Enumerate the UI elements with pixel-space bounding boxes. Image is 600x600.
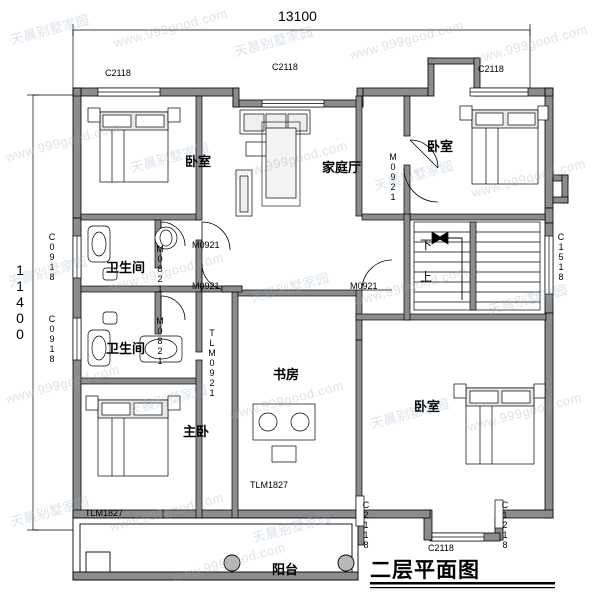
door-code-m0921-a: M0921 bbox=[192, 240, 220, 250]
window-code-c2118-top-right: C2118 bbox=[478, 64, 504, 74]
door-code-tlm1827-a: TLM1827 bbox=[250, 480, 289, 490]
window-code-c2118-top-left: C2118 bbox=[105, 68, 131, 78]
room-label-bedroom-1: 卧室 bbox=[185, 154, 212, 169]
window-code-c1218-bottom-right: C1218 bbox=[500, 500, 510, 550]
window-code-c2118-bottom-mid: C2118 bbox=[361, 500, 371, 550]
window-openings bbox=[72, 87, 554, 542]
furniture-bed-master bbox=[85, 395, 181, 477]
room-label-master-bedroom: 主卧 bbox=[183, 424, 210, 439]
balcony-structure bbox=[72, 517, 359, 581]
dimension-lines bbox=[27, 24, 531, 531]
door-code-m0921-b: M0921 bbox=[192, 281, 220, 291]
door-code-tlm1827-b: TLM1827 bbox=[85, 508, 124, 518]
door-swings bbox=[160, 139, 439, 321]
door-code-m0821-a: M0821 bbox=[155, 244, 165, 294]
drawing-title: 二层平面图 bbox=[370, 559, 480, 582]
furniture-study bbox=[252, 403, 316, 463]
furniture-bathroom-2 bbox=[87, 311, 183, 367]
dimension-width: 13100 bbox=[278, 8, 317, 24]
room-label-study: 书房 bbox=[273, 367, 300, 382]
room-label-bathroom-2: 卫生间 bbox=[106, 341, 146, 356]
furniture-bathroom-1 bbox=[87, 225, 178, 281]
door-code-tlm0921: TLM0921 bbox=[207, 328, 217, 398]
furniture-bed-3 bbox=[453, 383, 546, 465]
door-code-m0821-b: M0821 bbox=[155, 316, 165, 366]
room-label-bedroom-2: 卧室 bbox=[427, 139, 454, 154]
stair-direction-down: 下 bbox=[420, 238, 433, 252]
door-code-m0921-d: M0921 bbox=[388, 152, 398, 202]
staircase bbox=[413, 221, 541, 311]
furniture-living-room bbox=[235, 109, 311, 217]
window-code-c2118-top-mid: C2118 bbox=[272, 62, 298, 72]
title-underline bbox=[370, 582, 555, 589]
window-code-c1518-right: C1518 bbox=[556, 232, 566, 282]
furniture-bed-1 bbox=[87, 107, 181, 183]
stair-direction-up: 上 bbox=[420, 270, 433, 284]
room-label-bathroom-1: 卫生间 bbox=[106, 260, 146, 275]
window-code-c0918-left-lower: C0918 bbox=[47, 314, 57, 364]
room-label-balcony: 阳台 bbox=[272, 562, 299, 577]
window-code-c2118-bottom: C2118 bbox=[428, 543, 454, 553]
room-label-family-hall: 家庭厅 bbox=[322, 160, 362, 175]
dimension-height: 11400 bbox=[12, 262, 28, 342]
door-code-m0921-c: M0921 bbox=[350, 281, 378, 291]
structural-details bbox=[72, 87, 554, 293]
furniture-bed-2 bbox=[459, 105, 549, 185]
room-label-bedroom-3: 卧室 bbox=[414, 399, 441, 414]
window-code-c0918-left-upper: C0918 bbox=[47, 232, 57, 282]
